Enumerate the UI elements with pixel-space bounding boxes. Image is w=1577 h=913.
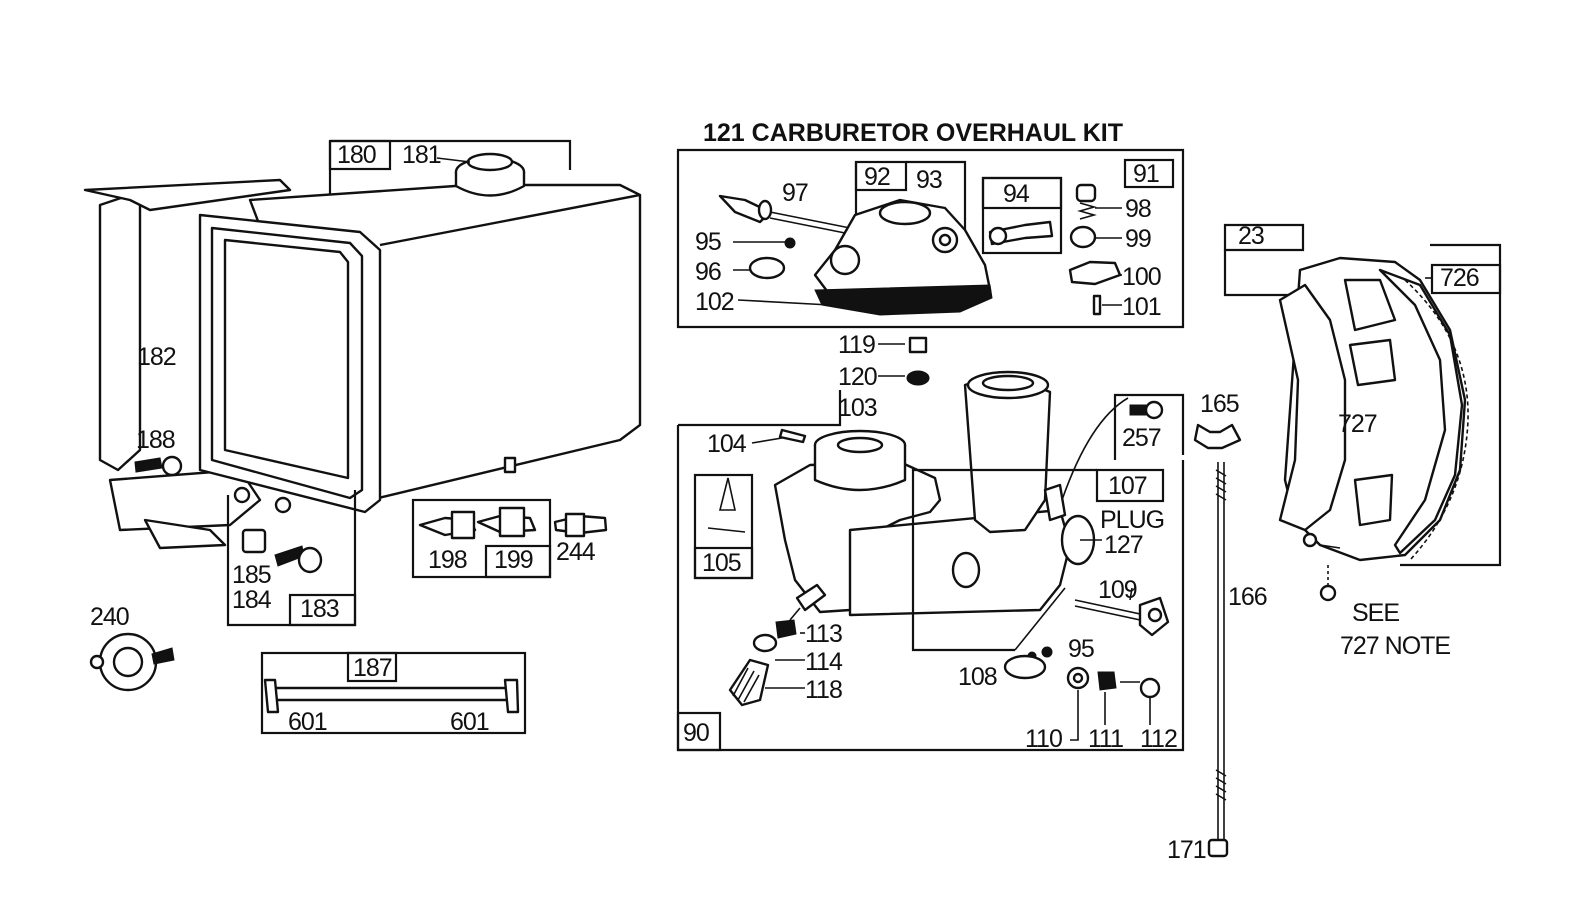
label-727: 727 (1338, 410, 1377, 438)
label-244: 244 (556, 538, 596, 566)
label-726: 726 (1440, 264, 1479, 292)
label-98: 98 (1125, 195, 1151, 223)
see-note-line-1: SEE (1352, 599, 1399, 627)
label-101: 101 (1122, 293, 1161, 321)
label-183: 183 (300, 595, 339, 623)
label-185: 185 (232, 561, 271, 589)
label-96: 96 (695, 258, 721, 286)
box-198-199 (411, 498, 552, 579)
label-181: 181 (402, 141, 441, 169)
label-107: 107 (1108, 472, 1147, 500)
label-99: 99 (1125, 225, 1151, 253)
label-180: 180 (337, 141, 376, 169)
label-119: 119 (838, 331, 875, 359)
label-182: 182 (137, 343, 176, 371)
label-91: 91 (1133, 160, 1159, 188)
label-118: 118 (805, 676, 842, 704)
label-108: 108 (958, 663, 997, 691)
label-165: 165 (1200, 390, 1239, 418)
label-93: 93 (916, 166, 942, 194)
label-23: 23 (1238, 222, 1264, 250)
label-97: 97 (782, 179, 808, 207)
label-95-upper: 95 (695, 228, 721, 256)
grommet-240 (89, 632, 175, 692)
label-95-lower: 95 (1068, 635, 1094, 663)
label-92: 92 (864, 163, 890, 191)
box-91 (676, 148, 1185, 329)
label-114: 114 (805, 648, 843, 676)
label-90: 90 (683, 719, 709, 747)
label-110: 110 (1025, 725, 1062, 753)
label-166: 166 (1228, 583, 1267, 611)
label-102: 102 (695, 288, 734, 316)
label-240: 240 (90, 603, 129, 631)
label-109: 109 (1098, 576, 1137, 604)
label-188: 188 (136, 426, 175, 454)
box-90 (676, 711, 722, 752)
label-199: 199 (494, 546, 533, 574)
label-103: 103 (838, 394, 877, 422)
label-111: 111 (1088, 725, 1123, 753)
label-104: 104 (707, 430, 747, 458)
label-112: 112 (1140, 725, 1177, 753)
label-184: 184 (232, 586, 272, 614)
label-100: 100 (1122, 263, 1161, 291)
box-183 (288, 593, 357, 627)
label-187: 187 (353, 654, 392, 682)
fuel-tank-group (83, 152, 642, 574)
box-23 (1223, 223, 1305, 252)
label-105: 105 (702, 549, 741, 577)
see-note-line-2: 727 NOTE (1340, 632, 1450, 660)
label-plug: PLUG (1100, 506, 1164, 534)
label-171: 171 (1167, 836, 1206, 864)
label-198: 198 (428, 546, 467, 574)
label-257: 257 (1122, 424, 1161, 452)
label-113: 113 (805, 620, 842, 648)
label-601-right: 601 (450, 708, 489, 736)
kit-title: 121 CARBURETOR OVERHAUL KIT (703, 119, 1123, 147)
label-120: 120 (838, 363, 877, 391)
label-94: 94 (1003, 180, 1030, 208)
label-601-left: 601 (288, 708, 327, 736)
label-127: 127 (1104, 531, 1143, 559)
